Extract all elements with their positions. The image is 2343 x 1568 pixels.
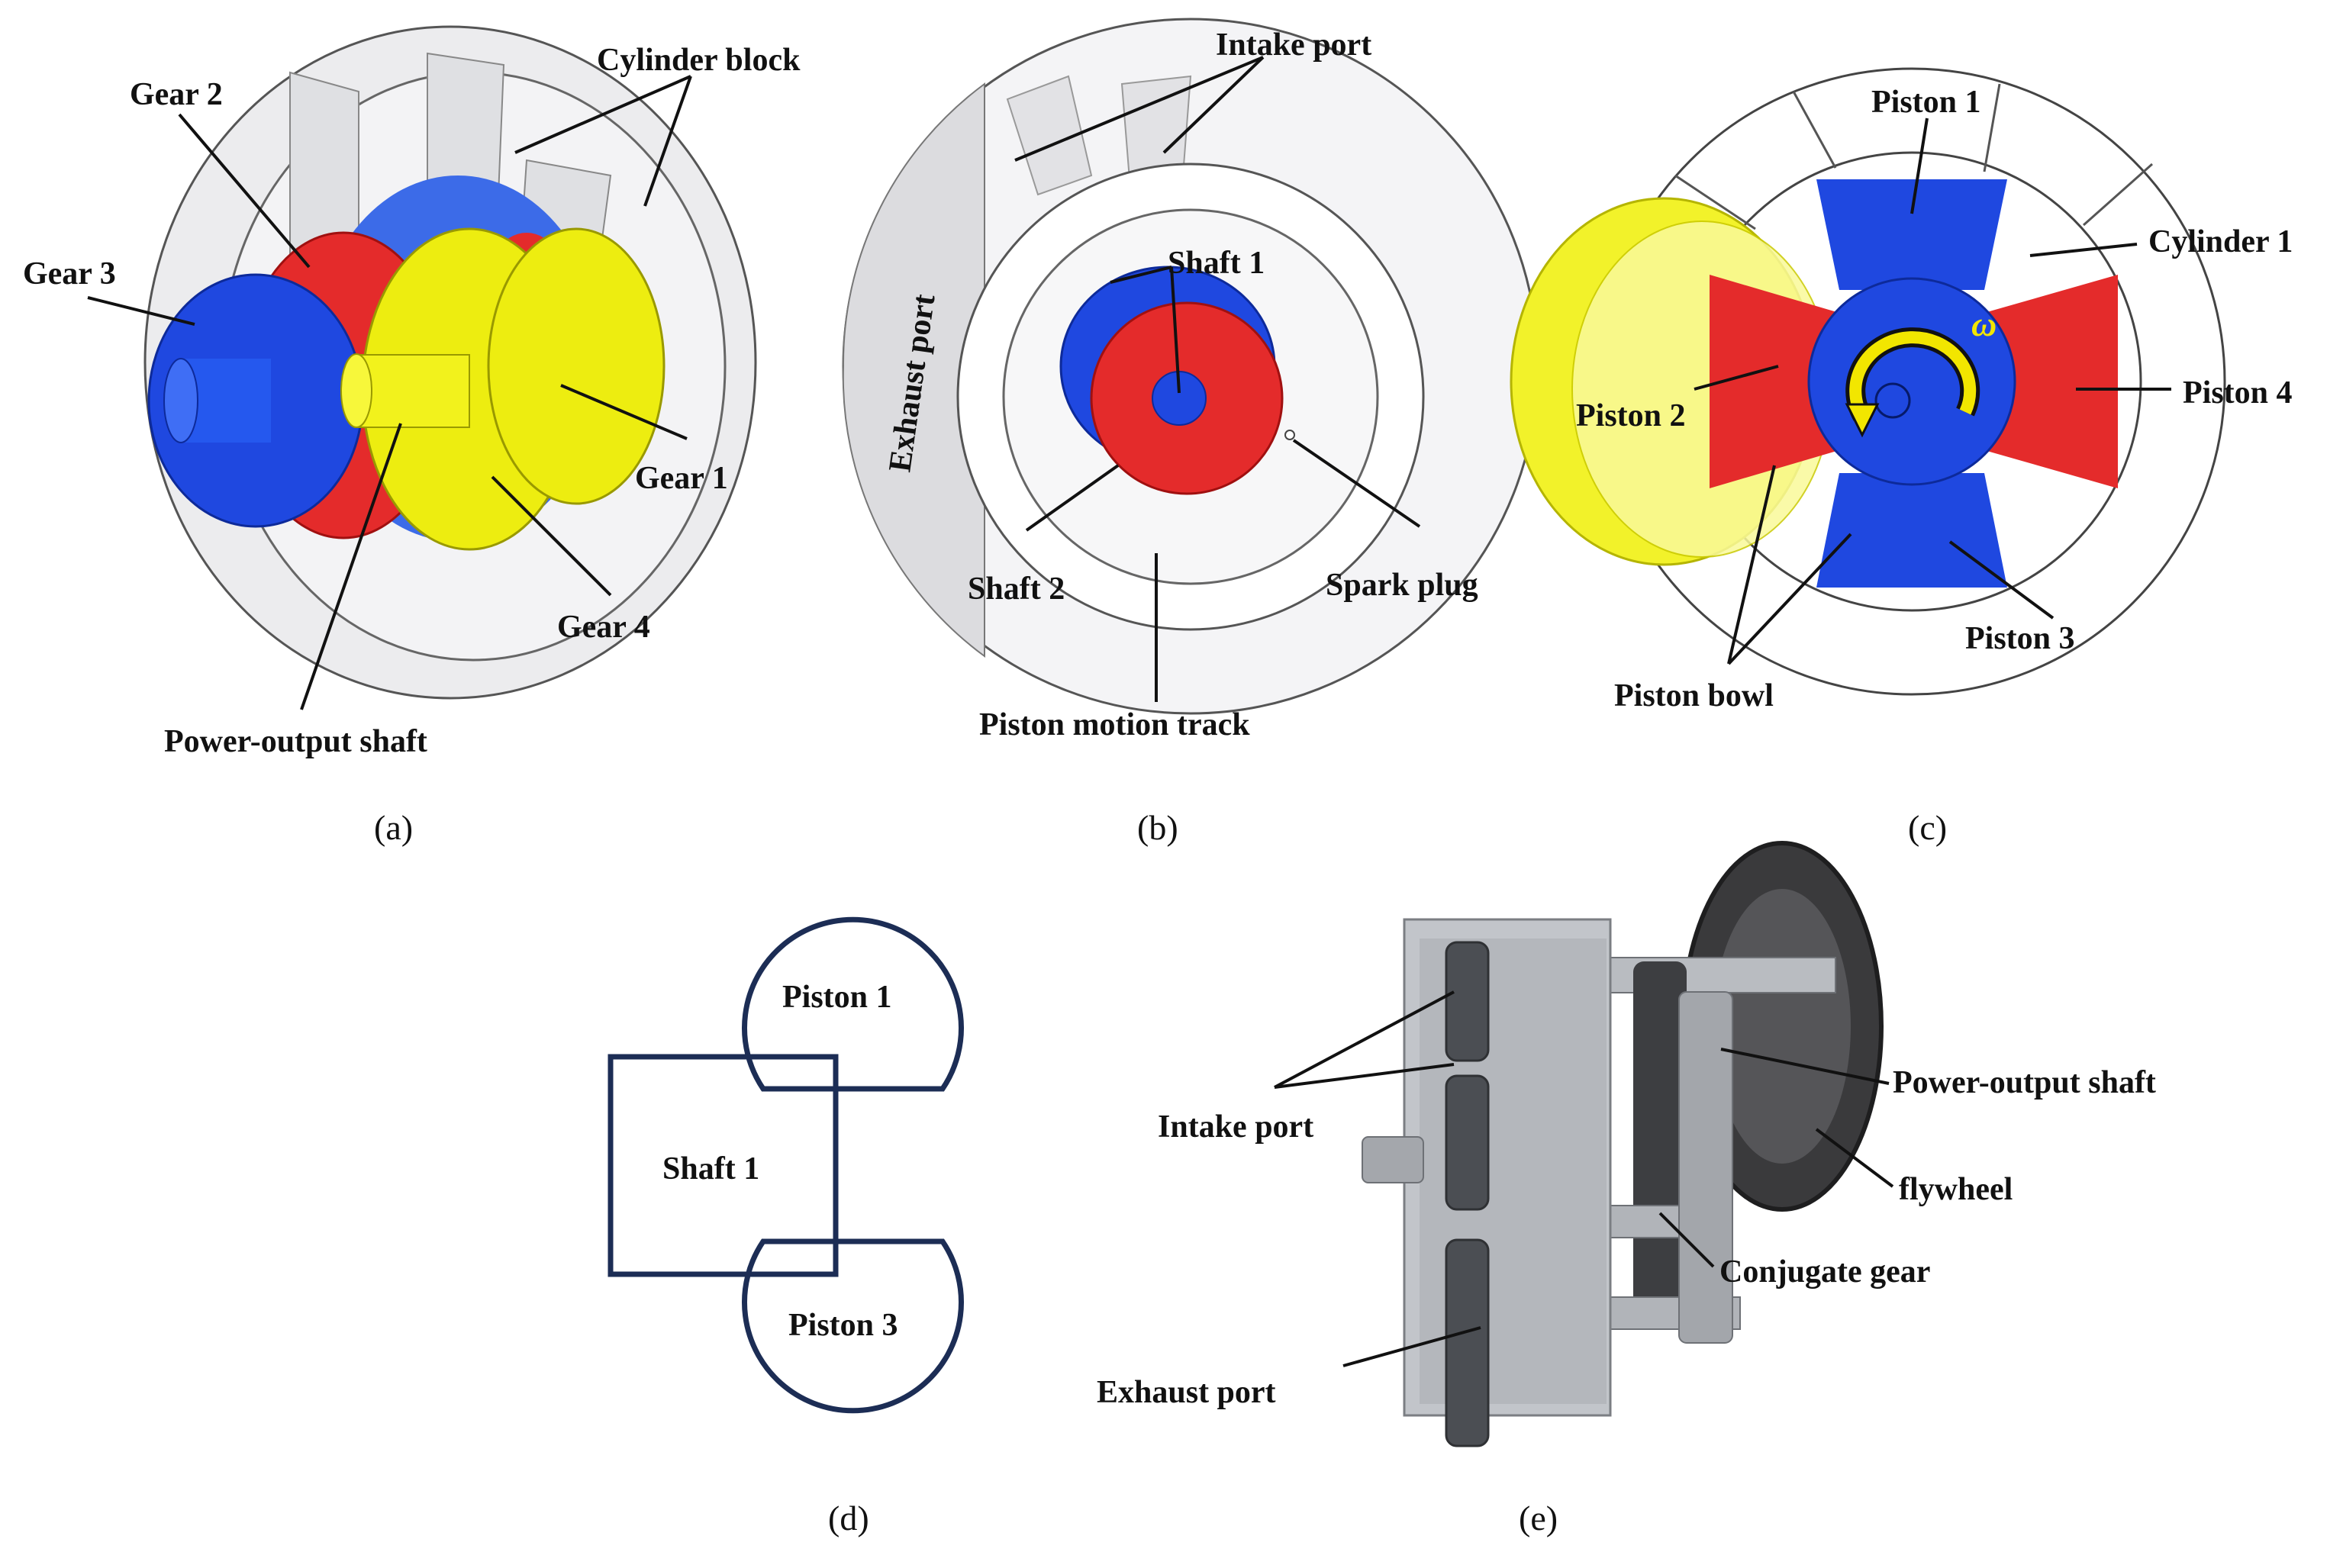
label-piston1-c: Piston 1 [1871, 85, 1981, 120]
label-power-output-e: Power-output shaft [1893, 1065, 2156, 1100]
piston-2-c [1710, 275, 1839, 488]
leader-shaft1-b [1170, 266, 1181, 394]
power-output-shaft-e [1583, 957, 1836, 993]
end-plate-e [1678, 991, 1733, 1344]
cyl-wall-3 [1983, 83, 2001, 172]
label-gear4: Gear 4 [557, 610, 650, 645]
leader-conjugate-gear-e [1658, 1212, 1715, 1268]
panel-a: Gear 2 Cylinder block Gear 3 Gear 1 Gear… [23, 25, 801, 847]
label-intake-b: Intake port [1216, 27, 1371, 63]
piston-1-outline-d [742, 916, 964, 1092]
panel-e: Intake port Power-output shaft flywheel … [1097, 841, 2156, 1537]
flywheel-inner-e [1713, 889, 1851, 1164]
label-shaft1-b: Shaft 1 [1168, 246, 1265, 281]
leader-power-output-shaft [300, 423, 402, 710]
label-exhaust-e: Exhaust port [1097, 1375, 1276, 1410]
leader-piston-bowl-1 [1727, 465, 1776, 665]
label-power-output-shaft: Power-output shaft [164, 724, 427, 759]
leader-gear4 [491, 475, 612, 597]
cyl-wall-1 [1674, 174, 1756, 230]
leader-spark-plug [1292, 439, 1421, 528]
leader-shaft1-b-top [1110, 266, 1172, 284]
gear-3-shaft-end [163, 358, 198, 443]
label-gear3: Gear 3 [23, 256, 116, 291]
intake-port-e1 [1445, 941, 1490, 1062]
leader-cylinder-block-1 [514, 75, 691, 154]
leader-piston2-c [1694, 365, 1779, 391]
piston-1-c [1816, 179, 2007, 290]
label-piston3-c: Piston 3 [1965, 621, 2075, 656]
spark-plug-b [1284, 430, 1295, 440]
leader-cylinder-block-2 [643, 76, 692, 207]
leader-gear1 [560, 384, 688, 440]
leader-intake-e1 [1274, 990, 1455, 1089]
gear-1 [487, 227, 666, 505]
shaft-1-outline-d [608, 1054, 839, 1277]
bolt-e [1362, 1136, 1424, 1183]
intake-runner-b1 [1006, 75, 1093, 196]
leader-intake-b1 [1014, 56, 1264, 162]
label-shaft2-b: Shaft 2 [968, 571, 1065, 607]
cyl-wall-4 [2083, 163, 2153, 227]
power-output-shaft-a [354, 354, 470, 428]
label-piston-track: Piston motion track [979, 707, 1250, 742]
intake-port-e2 [1445, 1074, 1490, 1211]
label-piston4-c: Piston 4 [2183, 375, 2293, 411]
rotation-arrow [1849, 331, 1977, 419]
leader-gear3 [87, 296, 195, 326]
label-spark-plug: Spark plug [1326, 568, 1478, 603]
label-cylinder-block: Cylinder block [597, 43, 801, 78]
leader-intake-b2 [1162, 56, 1265, 154]
label-intake-e: Intake port [1158, 1109, 1313, 1145]
caption-a: (a) [374, 808, 413, 847]
label-piston-bowl: Piston bowl [1614, 678, 1774, 713]
leader-gear2 [178, 113, 311, 269]
panel-c: ω Piston 1 Cylinder 1 Piston 2 Piston 4 … [1510, 67, 2293, 847]
leader-cylinder1-c [2029, 243, 2138, 257]
label-flywheel-e: flywheel [1899, 1172, 2013, 1207]
label-gear1: Gear 1 [635, 461, 728, 496]
leader-shaft2-b [1025, 464, 1120, 532]
power-output-shaft-end [340, 353, 372, 428]
label-piston3-d: Piston 3 [788, 1308, 898, 1343]
leader-power-output-e [1720, 1048, 1890, 1085]
label-piston2-c: Piston 2 [1576, 398, 1686, 433]
leader-intake-e2 [1274, 1063, 1455, 1089]
piston-4-c [1984, 275, 2118, 488]
piston-3-outline-d [742, 1238, 964, 1414]
label-conjugate-gear-e: Conjugate gear [1719, 1254, 1930, 1289]
omega-symbol: ω [1971, 304, 1997, 343]
leader-exhaust-e [1342, 1326, 1481, 1367]
caption-b: (b) [1137, 808, 1178, 847]
piston-3-c [1816, 473, 2007, 588]
rotation-arrow-head [1845, 403, 1880, 438]
panel-b: Intake port Shaft 1 Exhaust port Shaft 2… [842, 18, 1539, 847]
leader-flywheel-e [1815, 1128, 1894, 1188]
exhaust-port-e [1445, 1238, 1490, 1447]
cyl-wall-2 [1792, 91, 1837, 169]
caption-e: (e) [1519, 1499, 1558, 1537]
label-gear2: Gear 2 [130, 77, 223, 112]
label-shaft1-d: Shaft 1 [662, 1151, 759, 1186]
label-cylinder1-c: Cylinder 1 [2148, 224, 2293, 259]
leader-piston1-c [1910, 118, 1929, 214]
label-piston1-d: Piston 1 [782, 980, 892, 1015]
leader-piston3-c [1948, 540, 2055, 620]
caption-c: (c) [1908, 808, 1947, 847]
leader-piston-bowl-2 [1727, 533, 1852, 665]
caption-d: (d) [828, 1499, 869, 1537]
panel-d: Piston 1 Shaft 1 Piston 3 (d) [608, 916, 964, 1537]
hub-center-c [1874, 382, 1911, 419]
